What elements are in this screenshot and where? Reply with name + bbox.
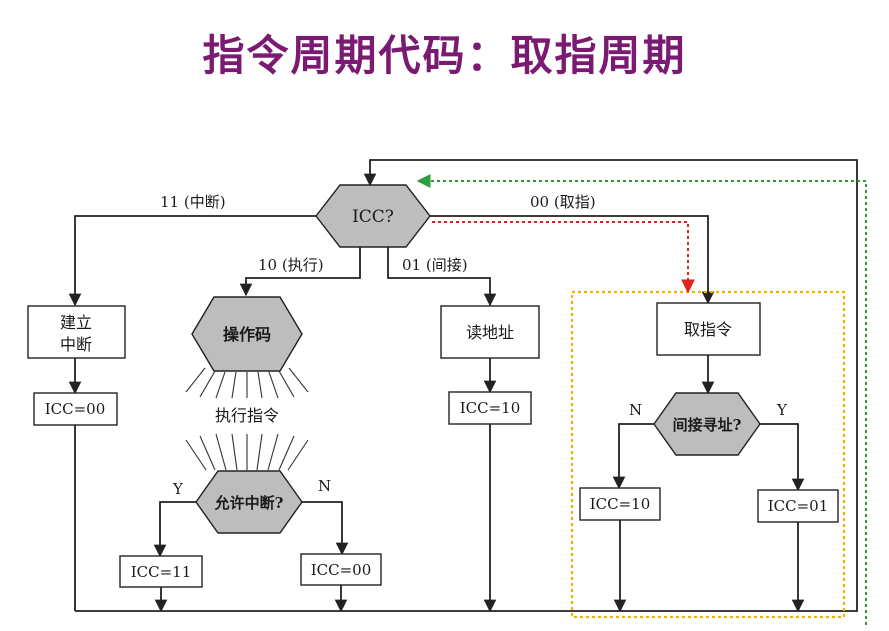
box-icc00-mid-label: ICC=00: [311, 561, 372, 579]
box-icc01: [757, 489, 839, 523]
branch-execute-line: [239, 247, 361, 297]
branch-allow-yes-label: Y: [172, 480, 184, 498]
hex-opcode: [191, 296, 303, 372]
box-fetch-instruction-label: 取指令: [684, 320, 732, 339]
box-build-interrupt-line2: 中断: [60, 335, 92, 354]
box-icc11-label: ICC=11: [131, 563, 192, 581]
branch-execute-label: 10 (执行): [258, 256, 324, 274]
decision-icc-label: ICC?: [352, 207, 394, 227]
decision-interrupt-label: 允许中断?: [214, 494, 284, 512]
highlight-fetch-cycle: [570, 290, 846, 619]
page-title: 指令周期代码：取指周期: [202, 31, 687, 80]
branch-indirect-yes-line: [760, 423, 805, 492]
branch-allow-yes-line: [153, 501, 196, 558]
box-icc01-label: ICC=01: [768, 497, 829, 515]
branch-interrupt-line: [68, 215, 316, 307]
branch-indirect-line: [387, 247, 497, 307]
box-icc10-mid-label: ICC=10: [460, 399, 521, 417]
box-icc00-left-label: ICC=00: [45, 400, 106, 418]
box-read-address-label: 读地址: [466, 323, 514, 342]
branch-allow-no-line: [302, 501, 349, 556]
decision-indirect-label: 间接寻址?: [673, 416, 742, 434]
branch-indirect-yes-label: Y: [776, 401, 788, 419]
branch-indirect-label: 01 (间接): [402, 256, 468, 274]
branch-allow-no-label: N: [318, 477, 331, 495]
box-build-interrupt: [27, 305, 126, 359]
highlight-green-path: [416, 174, 867, 625]
execute-rays: [185, 367, 309, 471]
branch-interrupt-label: 11 (中断): [160, 193, 226, 211]
branch-fetch-line: [430, 215, 715, 305]
hex-opcode-label: 操作码: [223, 325, 271, 344]
branch-indirect-no-label: N: [629, 401, 642, 419]
box-icc10-right: [579, 487, 661, 521]
return-line: [75, 159, 858, 612]
branch-indirect-no-line: [612, 423, 654, 490]
highlight-red-path: [432, 221, 695, 294]
box-icc10-right-label: ICC=10: [590, 495, 651, 513]
box-build-interrupt-line1: 建立: [60, 313, 92, 332]
execute-label: 执行指令: [215, 406, 279, 425]
branch-fetch-label: 00 (取指): [530, 193, 596, 211]
box-icc10-mid: [448, 391, 532, 425]
